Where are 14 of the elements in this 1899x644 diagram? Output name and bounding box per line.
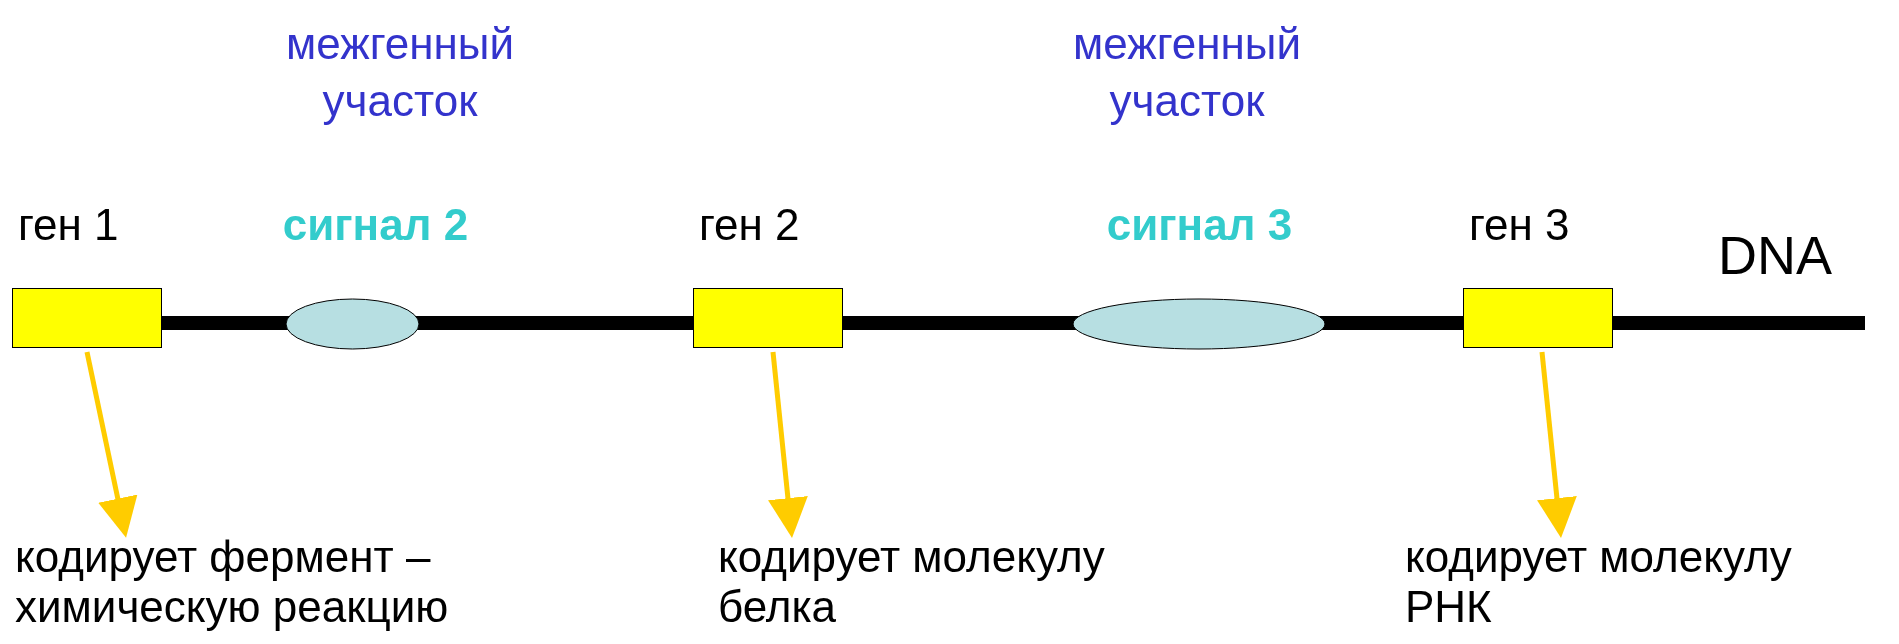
dna-label: DNA	[1718, 225, 1833, 285]
signal-label: сигнал 3	[1105, 200, 1294, 250]
gene-label: ген 1	[17, 200, 119, 250]
arrow	[84, 351, 138, 538]
region-label: межгенный участок	[1072, 18, 1302, 127]
arrow	[1537, 351, 1577, 538]
description-text: кодирует молекулу РНК	[1405, 532, 1793, 632]
gene-label: ген 3	[1468, 200, 1570, 250]
region-label: межгенный участок	[285, 18, 515, 127]
arrow	[768, 351, 808, 538]
signal-label: сигнал 2	[281, 200, 470, 250]
gene-label: ген 2	[698, 200, 800, 250]
description-text: кодирует фермент – химическую реакцию	[15, 532, 450, 632]
description-text: кодирует молекулу белка	[718, 532, 1106, 632]
